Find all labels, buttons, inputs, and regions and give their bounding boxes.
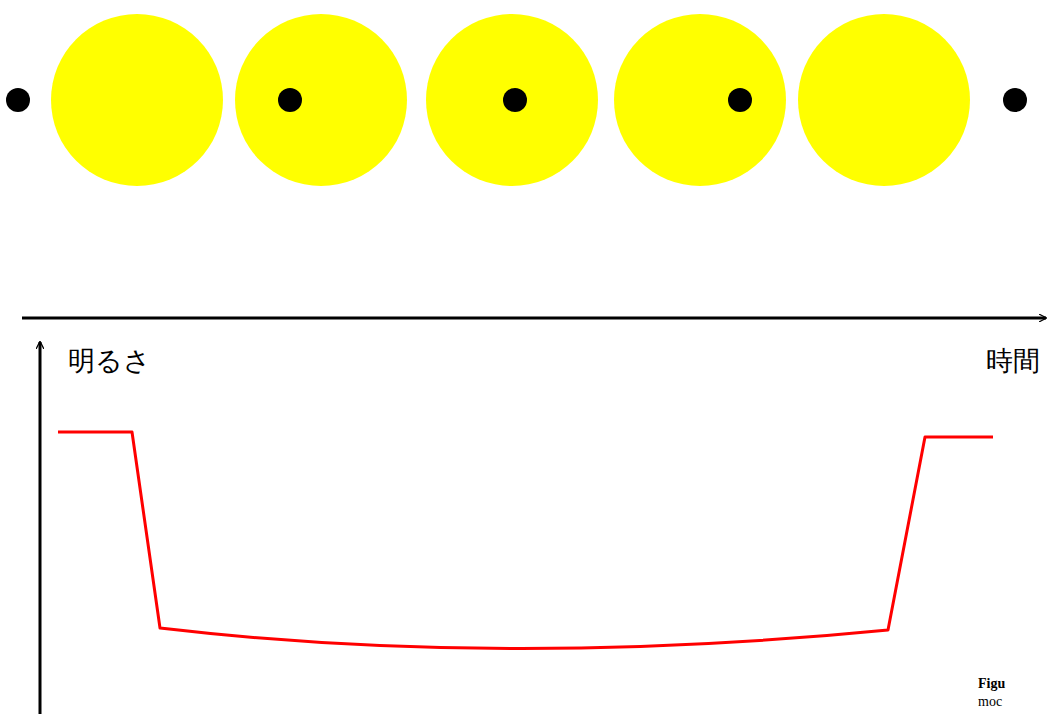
star-disk bbox=[51, 14, 223, 186]
star-disk bbox=[614, 14, 786, 186]
brightness-axis bbox=[39, 342, 42, 714]
planet-dots bbox=[6, 88, 1027, 112]
planet-dot bbox=[1003, 88, 1027, 112]
axis-label: 時間 bbox=[986, 346, 1040, 376]
caption-fragment: moc bbox=[978, 694, 1002, 709]
planet-dot bbox=[503, 88, 527, 112]
star-disk bbox=[798, 14, 970, 186]
planet-dot bbox=[6, 88, 30, 112]
time-axis bbox=[22, 317, 1046, 320]
axis-label: 明るさ bbox=[68, 346, 151, 376]
caption-fragment: Figu bbox=[978, 676, 1005, 691]
star-disk bbox=[426, 14, 598, 186]
planet-dot bbox=[728, 88, 752, 112]
star-disks bbox=[51, 14, 970, 186]
light-curve bbox=[58, 432, 993, 649]
star-disk bbox=[235, 14, 407, 186]
planet-dot bbox=[278, 88, 302, 112]
